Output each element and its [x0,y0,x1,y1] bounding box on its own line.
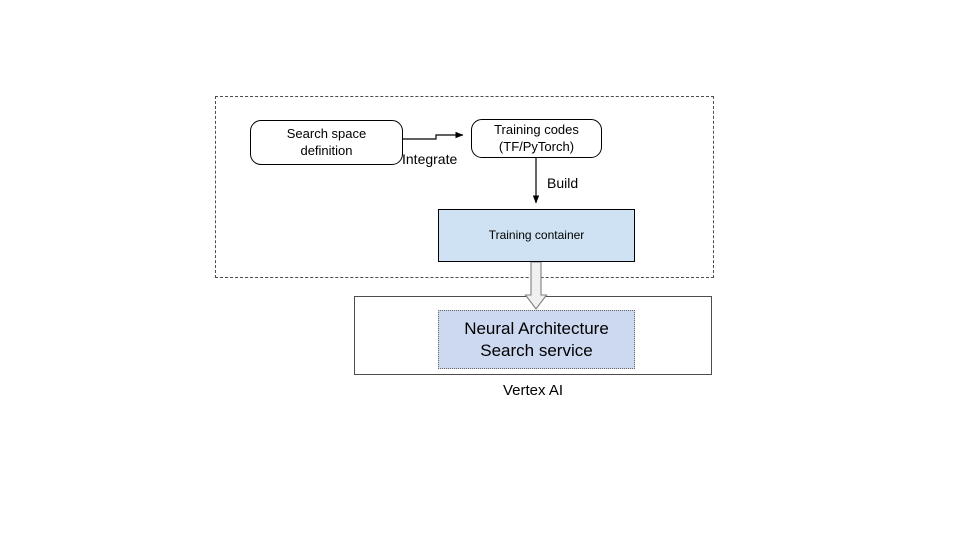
build-pipeline-group [215,96,714,278]
node-training-container[interactable]: Training container [438,209,635,262]
edge-label-build: Build [547,175,579,191]
node-neural-architecture-search-service[interactable]: Neural Architecture Search service [438,310,635,369]
node-search-space-definition[interactable]: Search space definition [250,120,403,165]
node-training-codes[interactable]: Training codes (TF/PyTorch) [471,119,602,158]
edge-label-integrate: Integrate [402,151,458,167]
vertex-ai-caption: Vertex AI [502,381,564,399]
